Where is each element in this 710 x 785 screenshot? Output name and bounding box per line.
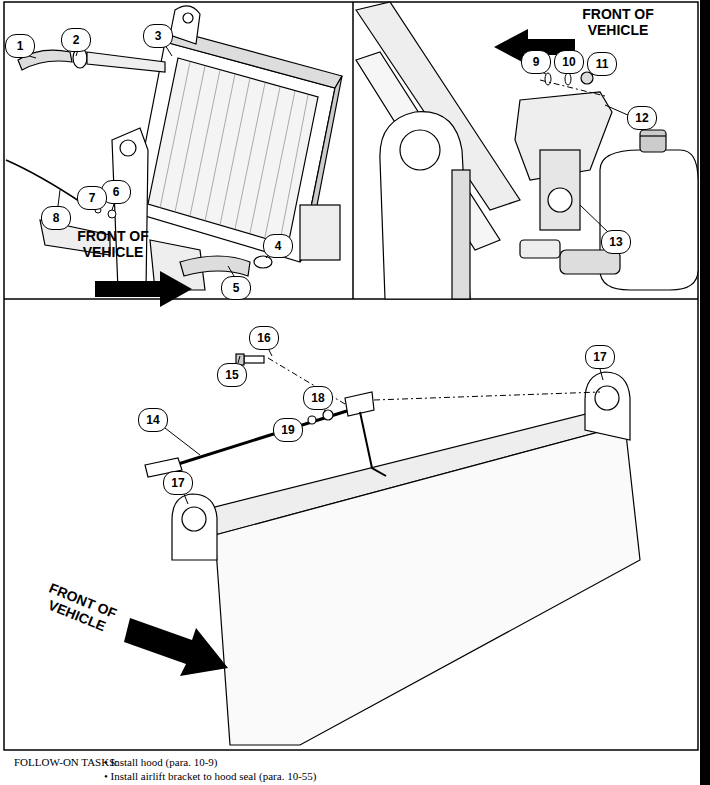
callout-number: 17 xyxy=(585,345,615,369)
note-text: FOLLOW-ON TASKS: xyxy=(14,756,118,769)
callout-number: 10 xyxy=(554,50,584,74)
note-text: • Install hood (para. 10-9) xyxy=(104,756,218,769)
callout-number: 7 xyxy=(77,186,107,210)
callout-number: 13 xyxy=(601,230,631,254)
callout-number: 9 xyxy=(521,50,551,74)
direction-label: FRONT OF VEHICLE xyxy=(73,228,153,260)
callout-number: 15 xyxy=(217,363,247,387)
callout-number: 14 xyxy=(138,408,168,432)
callout-number: 8 xyxy=(41,206,71,230)
callout-number: 17 xyxy=(163,471,193,495)
callout-number: 2 xyxy=(61,28,91,52)
callout-number: 1 xyxy=(5,34,35,58)
callout-number: 5 xyxy=(221,276,251,300)
callout-number: 18 xyxy=(303,386,333,410)
callout-number: 19 xyxy=(273,418,303,442)
direction-label: FRONT OF VEHICLE xyxy=(578,6,658,38)
direction-label: FRONT OF VEHICLE xyxy=(37,578,123,638)
callout-number: 4 xyxy=(263,234,293,258)
callout-number: 11 xyxy=(587,52,617,76)
note-text: • Install airlift bracket to hood seal (… xyxy=(104,770,316,783)
callout-number: 3 xyxy=(143,24,173,48)
callout-number: 12 xyxy=(627,106,657,130)
callout-number: 16 xyxy=(249,326,279,350)
